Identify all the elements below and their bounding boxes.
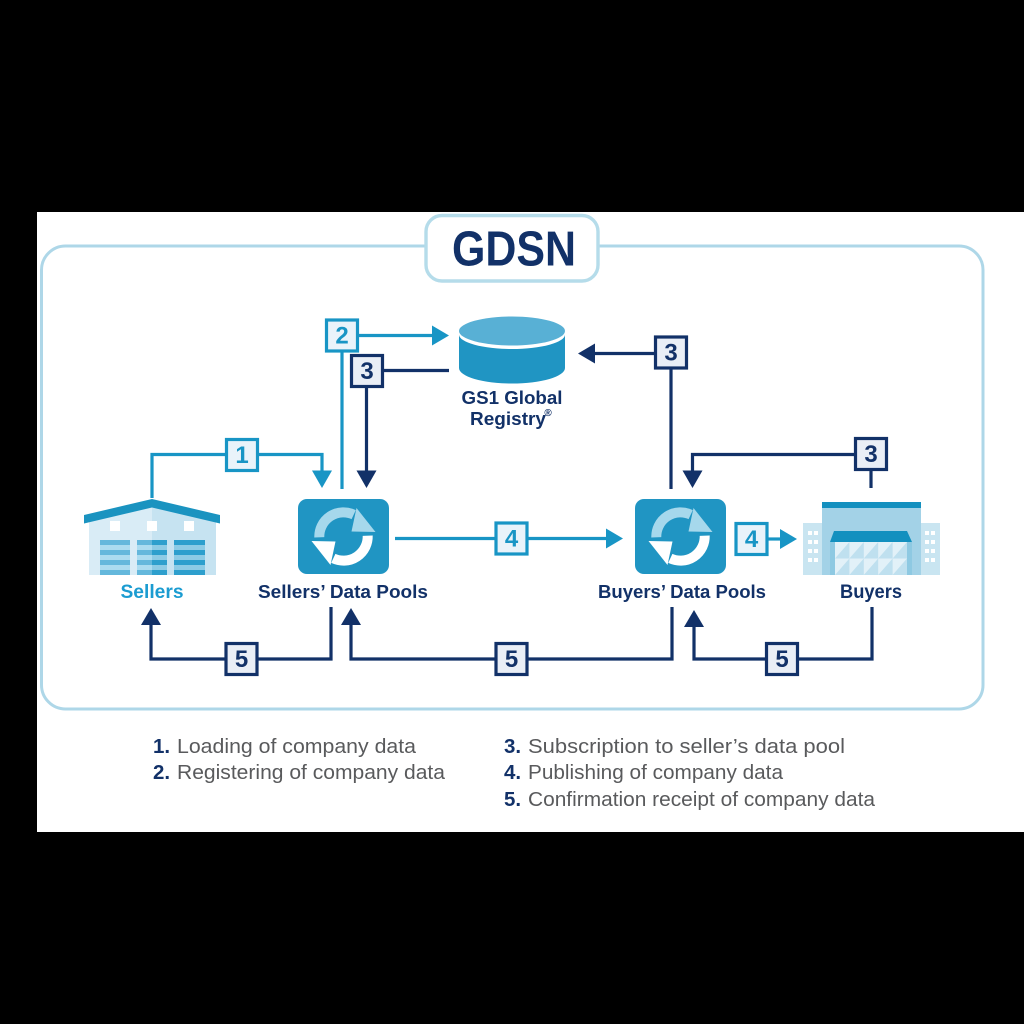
svg-text:Buyers: Buyers — [840, 582, 902, 603]
svg-text:Loading of company data: Loading of company data — [177, 735, 417, 758]
svg-text:GDSN: GDSN — [452, 223, 576, 277]
svg-text:Buyers’ Data Pools: Buyers’ Data Pools — [598, 582, 766, 602]
svg-text:1.: 1. — [153, 735, 170, 758]
svg-text:5: 5 — [505, 646, 518, 673]
svg-text:Subscription to seller’s data: Subscription to seller’s data pool — [528, 735, 845, 758]
svg-text:5.: 5. — [504, 788, 521, 811]
svg-text:Sellers: Sellers — [121, 582, 184, 603]
svg-text:1: 1 — [235, 442, 248, 469]
svg-text:3: 3 — [864, 441, 877, 468]
svg-text:3: 3 — [664, 340, 677, 367]
svg-text:Sellers’ Data Pools: Sellers’ Data Pools — [258, 582, 428, 602]
svg-text:2.: 2. — [153, 761, 170, 784]
svg-text:®: ® — [544, 408, 552, 419]
svg-text:Registry: Registry — [470, 409, 546, 429]
svg-text:3.: 3. — [504, 735, 521, 758]
svg-text:GS1 Global: GS1 Global — [462, 388, 563, 408]
svg-text:2: 2 — [335, 323, 348, 350]
svg-text:Confirmation receipt of compan: Confirmation receipt of company data — [528, 788, 876, 811]
svg-text:5: 5 — [775, 646, 788, 673]
svg-text:Publishing of company data: Publishing of company data — [528, 761, 784, 784]
svg-text:4: 4 — [745, 526, 759, 553]
svg-text:3: 3 — [360, 358, 373, 385]
svg-text:5: 5 — [235, 646, 248, 673]
svg-text:Registering of company data: Registering of company data — [177, 761, 446, 784]
svg-text:4: 4 — [505, 526, 519, 553]
svg-text:4.: 4. — [504, 761, 521, 784]
